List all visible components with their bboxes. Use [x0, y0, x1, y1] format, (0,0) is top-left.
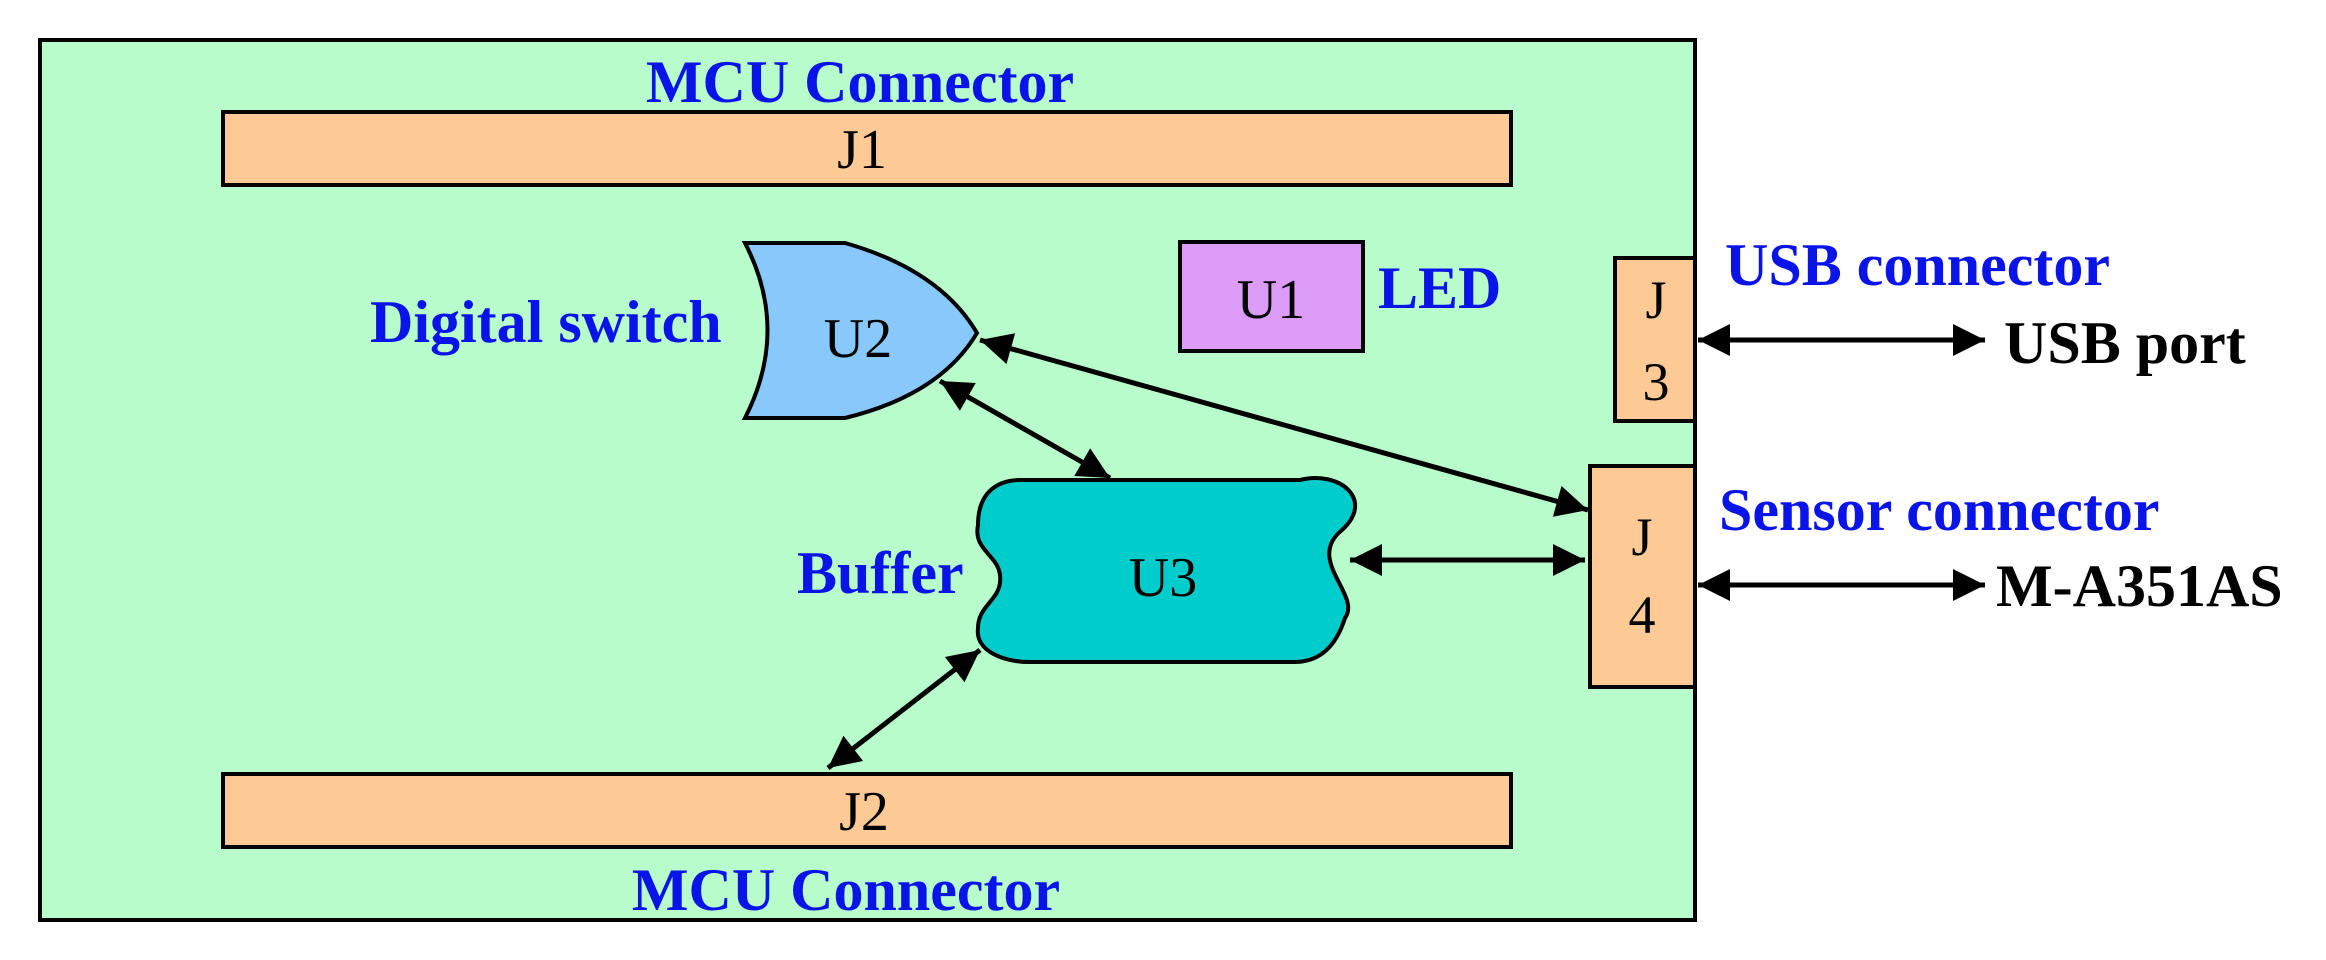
led-label: LED	[1378, 255, 1501, 321]
arrow-u2-u3	[938, 378, 1112, 481]
j2-label: J2	[839, 781, 889, 843]
u2-label: U2	[824, 308, 892, 370]
j1-connector	[221, 110, 1513, 187]
buffer-label: Buffer	[797, 540, 964, 606]
u3-label: U3	[1129, 547, 1197, 609]
usb-port-label: USB port	[2004, 310, 2246, 376]
sensor-connector-label: Sensor connector	[1719, 477, 2160, 543]
j4-connector	[1588, 464, 1697, 689]
j3-connector	[1613, 256, 1697, 423]
j3-label-line1: J	[1645, 270, 1666, 330]
sensor-device-label: M-A351AS	[1996, 553, 2283, 619]
arrow-u3-j2	[826, 648, 982, 770]
j3-label-line2: 3	[1643, 352, 1670, 412]
j2-connector	[221, 772, 1513, 849]
digital-switch-label: Digital switch	[370, 289, 722, 355]
u2-digital-switch	[741, 241, 980, 420]
mcu-connector-bottom-label: MCU Connector	[632, 857, 1060, 923]
arrow-u2-j4	[979, 333, 1589, 517]
j4-label-line1: J	[1631, 507, 1652, 567]
j1-label: J1	[837, 119, 887, 181]
u1-led-chip	[1178, 240, 1365, 353]
mcu-connector-top-label: MCU Connector	[646, 49, 1074, 115]
j4-label-line2: 4	[1629, 585, 1656, 645]
usb-connector-label: USB connector	[1725, 232, 2110, 298]
u1-label: U1	[1237, 269, 1305, 331]
u3-buffer	[975, 476, 1357, 665]
